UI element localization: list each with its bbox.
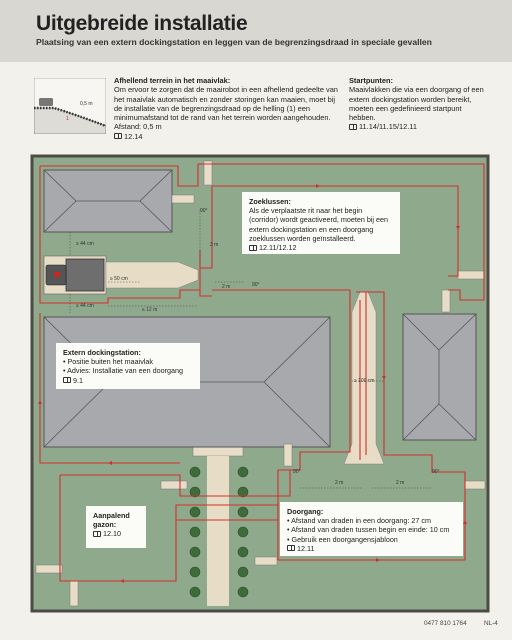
wire-arrows — [38, 184, 467, 583]
slope-title: Afhellend terrein in het maaivlak: — [114, 76, 231, 85]
book-icon — [114, 133, 122, 140]
zoek-body: Als de verplaatste rit naar het begin (c… — [249, 206, 389, 243]
dim-90-c: 90° — [293, 469, 301, 475]
dock-item-1: • Positie buiten het maaivlak — [63, 357, 154, 367]
page-number: NL-4 — [484, 620, 498, 627]
dock-ref[interactable]: 9.1 — [73, 375, 83, 385]
doorgang-item-3: • Gebruik een doorgangensjabloon — [287, 534, 398, 544]
book-icon — [63, 377, 71, 384]
illus-label-2: 0,5 m — [80, 101, 93, 107]
gazon-title: Aanpalend gazon: — [93, 511, 130, 530]
book-icon — [249, 244, 257, 251]
slope-illustration: 1 0,5 m — [34, 78, 106, 134]
page-title: Uitgebreide installatie — [36, 12, 248, 35]
dim-2m-left: 2 m — [335, 480, 344, 486]
docking-station — [43, 255, 107, 295]
dim-90-b: 90° — [252, 282, 260, 288]
callout-dockingstation: Extern dockingstation: • Positie buiten … — [56, 343, 200, 389]
dim-100: ≥ 100 cm — [354, 378, 375, 384]
document-code: 0477 810 1764 — [424, 620, 467, 627]
book-icon — [93, 531, 101, 538]
dim-90-d: 90° — [432, 469, 440, 475]
dim-44-bottom: ≥ 44 cm — [76, 303, 94, 309]
book-icon — [287, 545, 295, 552]
dim-12m: ≤ 12 m — [142, 307, 158, 313]
dock-item-2: • Advies: Installatie van een doorgang — [63, 366, 183, 376]
garden-path — [207, 456, 229, 606]
doorgang-item-2: • Afstand van draden tussen begin en ein… — [287, 525, 450, 535]
dim-44-top: ≥ 44 cm — [76, 241, 94, 247]
boundary-wire — [39, 163, 485, 582]
start-title: Startpunten: — [349, 76, 393, 85]
slope-ref[interactable]: 12.14 — [124, 131, 143, 141]
bush-row-right — [237, 466, 249, 598]
doorgang-item-1: • Afstand van draden in een doorgang: 27… — [287, 516, 431, 526]
illus-label-1: 1 — [66, 116, 69, 122]
book-icon — [349, 123, 357, 130]
gazon-ref[interactable]: 12.10 — [103, 529, 121, 539]
page-subtitle: Plaatsing van een extern dockingstation … — [36, 37, 432, 47]
start-ref[interactable]: 11.14/11.15/12.11 — [359, 122, 417, 132]
callout-doorgang: Doorgang: • Afstand van draden in een do… — [280, 502, 463, 556]
dim-3m: 3 m — [210, 242, 219, 248]
bush-row-left — [189, 466, 201, 598]
dimension-lines — [69, 210, 432, 489]
house-right — [402, 313, 477, 441]
start-section: Startpunten: Maaivlakken die via een doo… — [349, 76, 484, 132]
callout-zoeklussen: Zoeklussen: Als de verplaatste rit naar … — [242, 192, 400, 254]
doorgang-ref[interactable]: 12.11 — [297, 543, 315, 553]
dim-90-a: 90° — [200, 208, 208, 214]
corridor-funnel-left — [105, 261, 199, 289]
page-header: Uitgebreide installatie Plaatsing van ee… — [0, 0, 512, 62]
zoek-ref[interactable]: 12.11/12.12 — [259, 243, 297, 253]
doorgang-title: Doorgang: — [287, 507, 324, 516]
slope-section: Afhellend terrein in het maaivlak: Om er… — [114, 76, 344, 141]
dim-2m-right: 2 m — [396, 480, 405, 486]
house-top-left — [43, 169, 173, 233]
callout-aanpalend-gazon: Aanpalend gazon: 12.10 — [86, 506, 146, 548]
dim-50: ≥ 50 cm — [110, 276, 128, 282]
start-body: Maaivlakken die via een doorgang of een … — [349, 85, 484, 122]
slope-body: Om ervoor te zorgen dat de maairobot in … — [114, 85, 338, 132]
zoek-title: Zoeklussen: — [249, 197, 291, 206]
dock-title: Extern dockingstation: — [63, 348, 141, 357]
dim-2m-top: 2 m — [222, 284, 231, 290]
stepping-stones — [35, 160, 486, 607]
